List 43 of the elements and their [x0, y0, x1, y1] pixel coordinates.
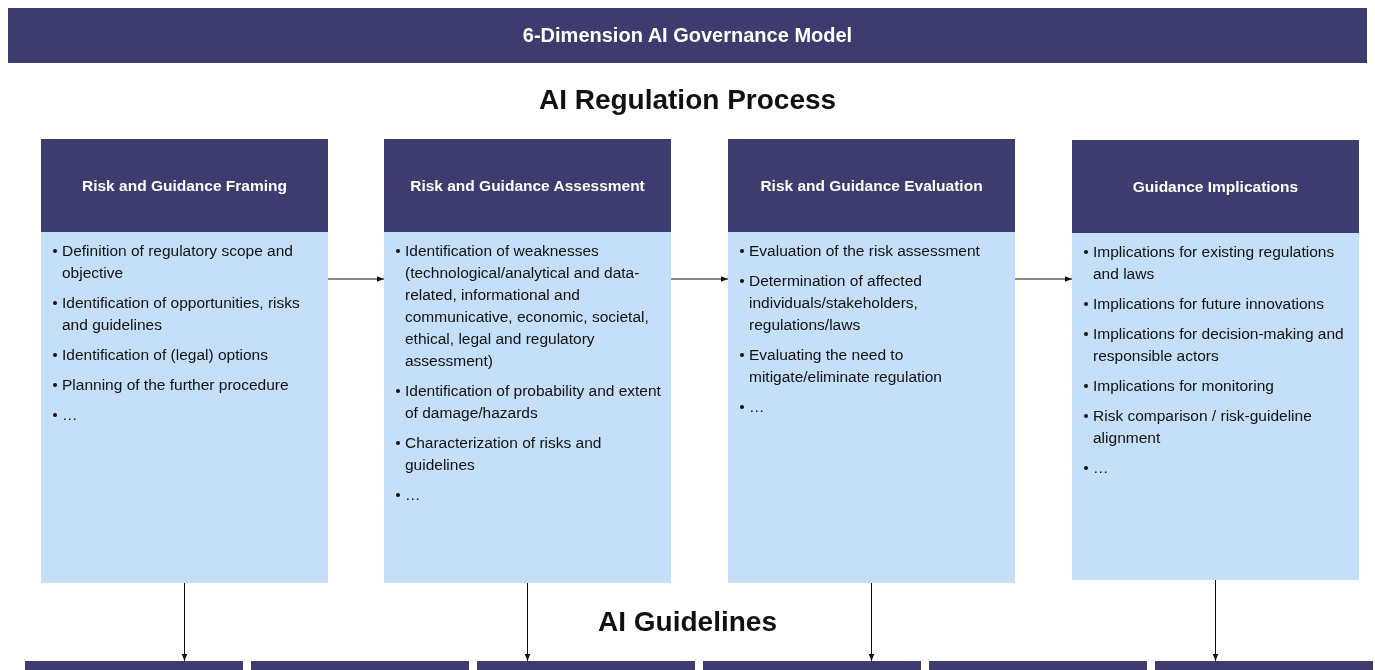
bullet-item: Characterization of risks and guidelines [396, 432, 661, 476]
bullet-item: Implications for monitoring [1084, 375, 1349, 397]
bullet-item: Evaluating the need to mitigate/eliminate regulation [740, 344, 1005, 388]
bullet-item: Planning of the further procedure [53, 374, 318, 396]
process-column [1072, 140, 1359, 580]
header-text: Guidance Implications [1132, 177, 1299, 196]
bullet-item: Definition of regulatory scope and objective [53, 240, 318, 284]
header-text: Risk and Guidance Assessment [410, 176, 645, 195]
arrow [670, 276, 729, 282]
arrow [1014, 276, 1073, 282]
bullet-item: Implications for existing regulations and laws [1084, 241, 1349, 285]
bullet-item: Identification of weaknesses (technological/analytical and data-related, informational and communicative, economic, societal, ethical, legal and regulatory assessment) [396, 240, 661, 372]
guideline-box [703, 661, 921, 670]
bullet-item: Implications for decision-making and responsible actors [1084, 323, 1349, 367]
bullet-item: … [396, 484, 661, 506]
bullet-item: Identification of opportunities, risks and guidelines [53, 292, 318, 336]
diagram-title: 6-Dimension AI Governance Model [522, 24, 853, 47]
arrow [868, 582, 875, 662]
guideline-box [25, 661, 243, 670]
guideline-box [1155, 661, 1373, 670]
bullet-item: Identification of probability and extent of damage/hazards [396, 380, 661, 424]
section-heading: AI Guidelines [598, 606, 777, 638]
process-column [384, 139, 671, 583]
guideline-box [251, 661, 469, 670]
bullet-item: Risk comparison / risk-guideline alignment [1084, 405, 1349, 449]
bullet-item: Identification of (legal) options [53, 344, 318, 366]
process-column [728, 139, 1015, 583]
bullet-item: Determination of affected individuals/stakeholders, regulations/laws [740, 270, 1005, 336]
header-text: Risk and Guidance Framing [82, 176, 287, 195]
bullet-item: … [740, 396, 1005, 418]
guideline-box [929, 661, 1147, 670]
arrow [327, 276, 385, 282]
section-heading: AI Regulation Process [538, 84, 837, 116]
bullet-item: … [53, 404, 318, 426]
arrow [181, 582, 188, 662]
bullet-item: Evaluation of the risk assessment [740, 240, 1005, 262]
arrow [524, 582, 531, 662]
process-column [41, 139, 328, 583]
bullet-item: … [1084, 457, 1349, 479]
header-text: Risk and Guidance Evaluation [760, 176, 983, 195]
guideline-box [477, 661, 695, 670]
arrow [1212, 579, 1219, 662]
bullet-item: Implications for future innovations [1084, 293, 1349, 315]
